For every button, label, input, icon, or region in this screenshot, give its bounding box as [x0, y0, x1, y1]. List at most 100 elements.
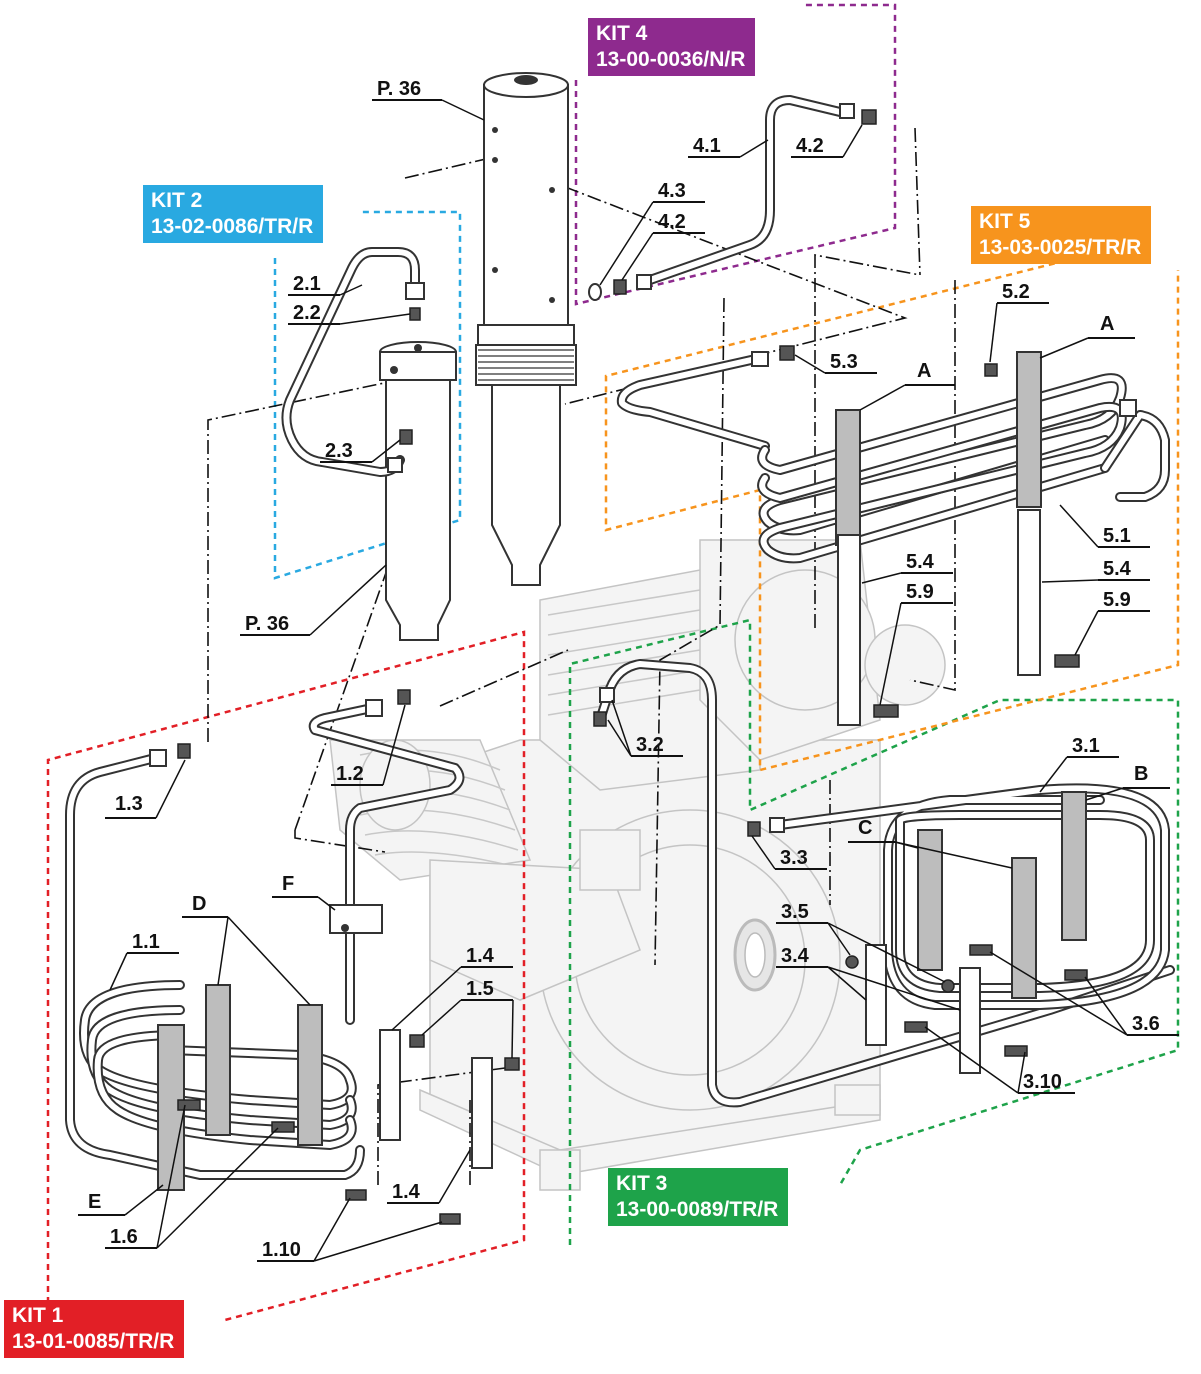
kit3-code: 13-00-0089/TR/R — [616, 1198, 779, 1221]
separator-small — [379, 341, 457, 641]
callout-f: F — [272, 873, 336, 911]
label-4-1: 4.1 — [693, 135, 721, 157]
label-p36-mid: P. 36 — [245, 613, 289, 635]
callout-2-3: 2.3 — [320, 439, 401, 463]
callout-4-2a: 4.2 — [791, 124, 863, 158]
callout-p36-top: P. 36 — [372, 78, 485, 121]
label-3-2: 3.2 — [636, 734, 664, 756]
callout-5-9b: 5.9 — [1074, 589, 1150, 656]
kit4-badge: KIT 4 13-00-0036/N/R — [588, 18, 756, 76]
label-f: F — [282, 873, 294, 895]
label-4-2a: 4.2 — [796, 135, 824, 157]
callout-3-6: 3.6 — [989, 951, 1179, 1036]
label-3-1: 3.1 — [1072, 735, 1100, 757]
label-e: E — [88, 1191, 101, 1213]
kit3-name: KIT 3 — [616, 1172, 668, 1195]
callout-d: D — [182, 893, 311, 1006]
callout-5-9a: 5.9 — [879, 581, 953, 706]
kit3-coil — [593, 659, 1175, 1108]
kit4-name: KIT 4 — [596, 22, 648, 45]
kit4-boundary — [574, 3, 897, 306]
compressor-block — [329, 539, 946, 1191]
kit2-tube — [281, 247, 425, 477]
callout-3-4: 3.4 — [776, 945, 961, 1011]
kit5-code: 13-03-0025/TR/R — [979, 236, 1142, 259]
label-5-4a: 5.4 — [906, 551, 935, 573]
callout-5-2: 5.2 — [989, 281, 1049, 363]
callout-a1: A — [1039, 313, 1135, 359]
kit1-coil — [65, 689, 520, 1225]
label-3-10: 3.10 — [1023, 1071, 1062, 1093]
callout-3-2: 3.2 — [607, 699, 683, 757]
callout-3-5: 3.5 — [776, 901, 946, 983]
label-a1: A — [1100, 313, 1114, 335]
label-1-4a: 1.4 — [466, 945, 495, 967]
label-5-9a: 5.9 — [906, 581, 934, 603]
callout-4-3: 4.3 — [599, 180, 705, 286]
label-3-4: 3.4 — [781, 945, 810, 967]
label-b: B — [1134, 763, 1148, 785]
kit2-code: 13-02-0086/TR/R — [151, 215, 314, 238]
kit2-badge: KIT 2 13-02-0086/TR/R — [143, 185, 324, 243]
callout-4-2b: 4.2 — [621, 211, 705, 281]
callout-2-2: 2.2 — [288, 302, 411, 325]
label-c: C — [858, 817, 872, 839]
callout-1-5: 1.5 — [421, 978, 514, 1059]
label-4-2b: 4.2 — [658, 211, 686, 233]
assembly-axes — [207, 127, 956, 1185]
callout-4-1: 4.1 — [688, 135, 769, 158]
kit1-name: KIT 1 — [12, 1304, 64, 1327]
kit1-badge: KIT 1 13-01-0085/TR/R — [4, 1300, 185, 1358]
label-1-5: 1.5 — [466, 978, 494, 1000]
callout-5-4a: 5.4 — [861, 551, 953, 584]
kit1-code: 13-01-0085/TR/R — [12, 1330, 175, 1353]
label-2-1: 2.1 — [293, 273, 321, 295]
label-2-3: 2.3 — [325, 440, 353, 462]
callout-1-4b: 1.4 — [387, 1149, 471, 1204]
kit5-name: KIT 5 — [979, 210, 1031, 233]
callout-1-4a: 1.4 — [391, 945, 513, 1031]
label-5-1: 5.1 — [1103, 525, 1131, 547]
label-3-5: 3.5 — [781, 901, 809, 923]
label-3-3: 3.3 — [780, 847, 808, 869]
kit2-boundary — [273, 210, 462, 580]
callout-a2: A — [859, 360, 955, 411]
callout-b: B — [1085, 763, 1170, 801]
callout-c: C — [848, 817, 1013, 869]
callout-1-10: 1.10 — [257, 1197, 443, 1262]
label-5-3: 5.3 — [830, 351, 858, 373]
label-d: D — [192, 893, 206, 915]
kit2-name: KIT 2 — [151, 189, 203, 212]
kit5-badge: KIT 5 13-03-0025/TR/R — [971, 206, 1152, 264]
label-a2: A — [917, 360, 931, 382]
label-1-1: 1.1 — [132, 931, 160, 953]
callout-p36-mid: P. 36 — [240, 564, 387, 636]
label-1-2: 1.2 — [336, 763, 364, 785]
callout-3-10: 3.10 — [924, 1026, 1075, 1094]
label-1-10: 1.10 — [262, 1239, 301, 1261]
callout-5-4b: 5.4 — [1041, 558, 1150, 583]
label-1-6: 1.6 — [110, 1226, 138, 1248]
callout-5-1: 5.1 — [1059, 504, 1150, 548]
kit4-tube — [588, 95, 877, 301]
label-5-2: 5.2 — [1002, 281, 1030, 303]
label-5-4b: 5.4 — [1103, 558, 1132, 580]
kit3-boundary — [568, 618, 1180, 1245]
label-3-6: 3.6 — [1132, 1013, 1160, 1035]
callout-1-6: 1.6 — [105, 1104, 279, 1249]
callout-5-3: 5.3 — [794, 351, 877, 374]
label-4-3: 4.3 — [658, 180, 686, 202]
kit4-code: 13-00-0036/N/R — [596, 48, 746, 71]
kit1-boundary — [46, 630, 526, 1336]
callout-2-1: 2.1 — [288, 273, 363, 296]
kit3-badge: KIT 3 13-00-0089/TR/R — [608, 1168, 789, 1226]
callout-1-1: 1.1 — [109, 931, 179, 991]
label-5-9b: 5.9 — [1103, 589, 1131, 611]
label-p36-top: P. 36 — [377, 78, 421, 100]
callout-1-2: 1.2 — [331, 704, 406, 786]
label-2-2: 2.2 — [293, 302, 321, 324]
callout-3-1: 3.1 — [1039, 735, 1119, 793]
label-1-4b: 1.4 — [392, 1181, 421, 1203]
callout-3-3: 3.3 — [751, 835, 827, 870]
